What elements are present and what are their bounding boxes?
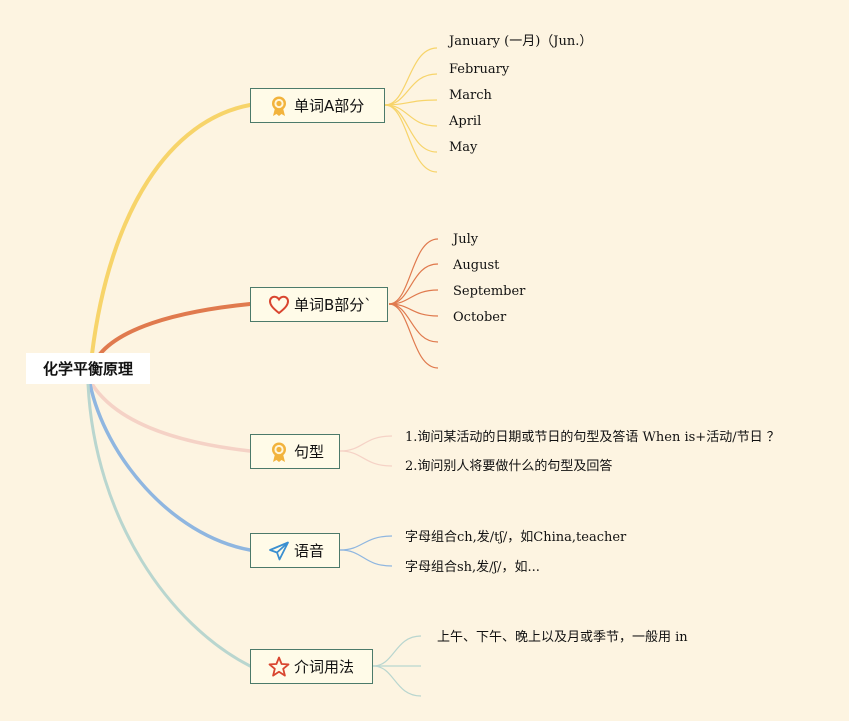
leaf-connector bbox=[384, 104, 438, 173]
root-node[interactable]: 化学平衡原理 bbox=[26, 353, 150, 384]
leaf-connector bbox=[339, 535, 393, 551]
leaf-text[interactable]: 上午、下午、晚上以及月或季节，一般用 in bbox=[437, 630, 688, 645]
heart-icon bbox=[268, 295, 290, 314]
branch-node-phonetics[interactable]: 语音 bbox=[250, 533, 340, 568]
leaf-text[interactable]: October bbox=[453, 310, 507, 325]
star-icon bbox=[268, 656, 290, 676]
branch-node-words-a[interactable]: 单词A部分 bbox=[250, 88, 385, 123]
leaf-text[interactable]: March bbox=[449, 88, 492, 103]
leaf-connector bbox=[384, 47, 438, 106]
leaf-connector bbox=[388, 303, 439, 369]
leaf-connector bbox=[372, 665, 422, 697]
leaf-text[interactable]: April bbox=[449, 114, 482, 129]
leaf-connector bbox=[339, 549, 393, 567]
branch-label: 语音 bbox=[294, 542, 325, 560]
leaf-text[interactable]: September bbox=[453, 284, 526, 299]
branch-connector bbox=[86, 382, 252, 668]
branch-label: 单词B部分` bbox=[294, 296, 372, 314]
leaf-text[interactable]: 字母组合ch,发/tʃ/，如China,teacher bbox=[405, 530, 627, 545]
branch-node-words-b[interactable]: 单词B部分` bbox=[250, 287, 388, 322]
leaf-connector bbox=[384, 73, 438, 106]
branch-label: 句型 bbox=[294, 443, 325, 461]
branch-connector bbox=[98, 302, 252, 356]
leaf-text[interactable]: July bbox=[453, 232, 479, 247]
branch-connector bbox=[88, 382, 252, 552]
branch-node-prepositions[interactable]: 介词用法 bbox=[250, 649, 373, 684]
leaf-connector bbox=[339, 450, 393, 467]
branch-node-sentence-patterns[interactable]: 句型 bbox=[250, 434, 340, 469]
root-label: 化学平衡原理 bbox=[42, 360, 133, 378]
leaf-connector bbox=[388, 238, 439, 305]
leaf-text[interactable]: May bbox=[449, 140, 478, 155]
leaf-connector bbox=[384, 104, 438, 153]
branch-label: 单词A部分 bbox=[294, 97, 365, 115]
leaf-text[interactable]: 1.询问某活动的日期或节日的句型及答语 When is+活动/节日 ？ bbox=[405, 430, 780, 445]
leaf-text[interactable]: February bbox=[449, 62, 510, 77]
leaf-text[interactable]: January (一月)（Jun.） bbox=[449, 34, 593, 49]
branch-connector bbox=[90, 382, 252, 453]
leaf-connector bbox=[388, 263, 439, 305]
ribbon-medal-icon bbox=[272, 442, 286, 462]
leaf-connector bbox=[372, 635, 422, 667]
leaf-text[interactable]: 2.询问别人将要做什么的句型及回答 bbox=[405, 459, 613, 474]
branch-label: 介词用法 bbox=[294, 658, 355, 676]
paper-plane-icon bbox=[269, 541, 289, 560]
leaf-connector bbox=[388, 289, 439, 305]
leaf-connector bbox=[388, 303, 439, 343]
leaf-connector bbox=[339, 435, 393, 452]
leaf-text[interactable]: 字母组合sh,发/ʃ/，如... bbox=[405, 560, 540, 575]
leaf-text[interactable]: August bbox=[453, 258, 500, 273]
ribbon-medal-icon bbox=[272, 96, 286, 116]
branch-connector bbox=[90, 103, 252, 356]
